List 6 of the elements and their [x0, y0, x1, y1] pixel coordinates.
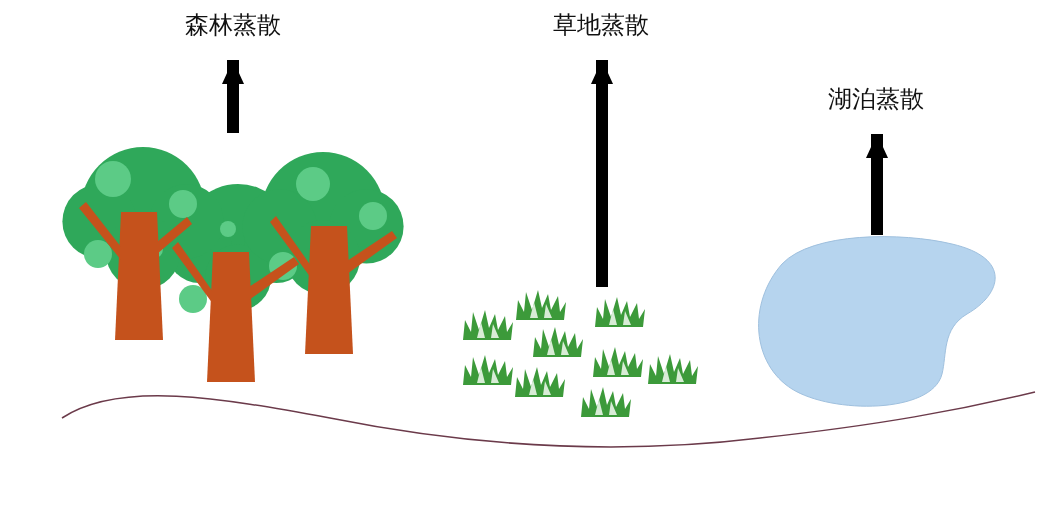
arrow — [866, 134, 888, 235]
process-label: 湖泊蒸散 — [828, 84, 924, 114]
arrow — [591, 60, 613, 287]
arrow — [222, 60, 244, 133]
process-label: 草地蒸散 — [553, 10, 649, 40]
process-label: 森林蒸散 — [185, 10, 281, 40]
